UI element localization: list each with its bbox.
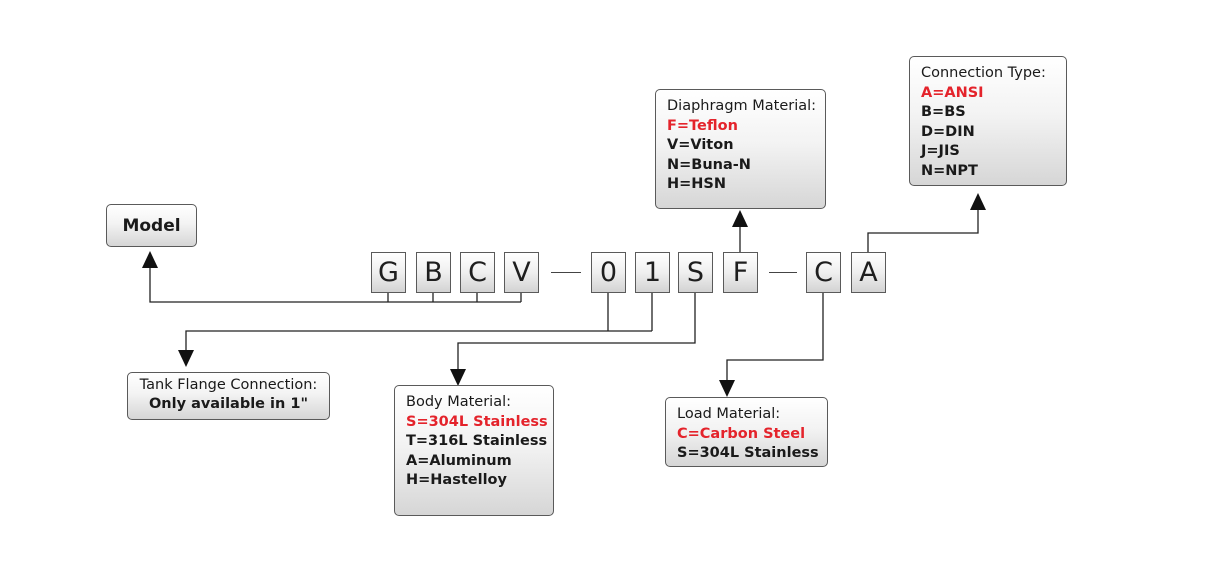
diaphragm-material-option-selected: F=Teflon (667, 117, 738, 134)
connection-type-option: B=BS (921, 104, 966, 121)
model-label: Model (122, 216, 181, 236)
load-material-option-selected: C=Carbon Steel (677, 425, 806, 442)
tank-flange-box: Tank Flange Connection: Only available i… (127, 372, 330, 420)
connection-type-option: D=DIN (921, 123, 975, 140)
load-material-title: Load Material: (677, 406, 781, 422)
code-segment-8: F (723, 252, 758, 293)
wire-tank-flange (185, 293, 653, 350)
wire-connection-type (867, 207, 979, 252)
body-material-option: A=Aluminum (406, 452, 512, 469)
connection-type-option-selected: A=ANSI (921, 84, 984, 101)
code-segment-4: V (504, 252, 539, 293)
wire-body-material (457, 293, 696, 369)
code-segment-9: C (806, 252, 841, 293)
connection-type-box: Connection Type: A=ANSI B=BS D=DIN J=JIS… (909, 56, 1067, 186)
arrowhead-tank-flange (178, 350, 194, 367)
arrowhead-load-material (719, 380, 735, 397)
arrowhead-model (142, 251, 158, 268)
code-dash-2 (769, 272, 797, 274)
code-dash-1 (551, 272, 581, 274)
diaphragm-material-box: Diaphragm Material: F=Teflon V=Viton N=B… (655, 89, 826, 209)
wire-model (149, 265, 522, 303)
code-segment-3: C (460, 252, 495, 293)
connection-type-option: N=NPT (921, 162, 978, 179)
load-material-option: S=304L Stainless (677, 445, 819, 462)
body-material-option: T=316L Stainless (406, 433, 548, 450)
body-material-option: H=Hastelloy (406, 472, 507, 489)
code-segment-5: 0 (591, 252, 626, 293)
body-material-option-selected: S=304L Stainless (406, 413, 548, 430)
diaphragm-material-option: N=Buna-N (667, 156, 751, 173)
code-segment-6: 1 (635, 252, 670, 293)
diaphragm-material-title: Diaphragm Material: (667, 98, 817, 114)
diaphragm-material-option: V=Viton (667, 137, 734, 154)
connection-type-option: J=JIS (921, 143, 960, 160)
tank-flange-title: Tank Flange Connection: (139, 377, 318, 393)
code-segment-1: G (371, 252, 406, 293)
connection-type-title: Connection Type: (921, 65, 1046, 81)
diaphragm-material-option: H=HSN (667, 176, 726, 193)
model-box: Model (106, 204, 197, 247)
load-material-box: Load Material: C=Carbon Steel S=304L Sta… (665, 397, 828, 467)
arrowhead-diaphragm-material (732, 210, 748, 227)
wire-load-material (726, 293, 824, 380)
body-material-box: Body Material: S=304L Stainless T=316L S… (394, 385, 554, 516)
code-segment-2: B (416, 252, 451, 293)
tank-flange-note: Only available in 1" (148, 396, 309, 412)
code-segment-10: A (851, 252, 886, 293)
body-material-title: Body Material: (406, 394, 512, 410)
arrowhead-connection-type (970, 193, 986, 210)
code-segment-7: S (678, 252, 713, 293)
arrowhead-body-material (450, 369, 466, 386)
